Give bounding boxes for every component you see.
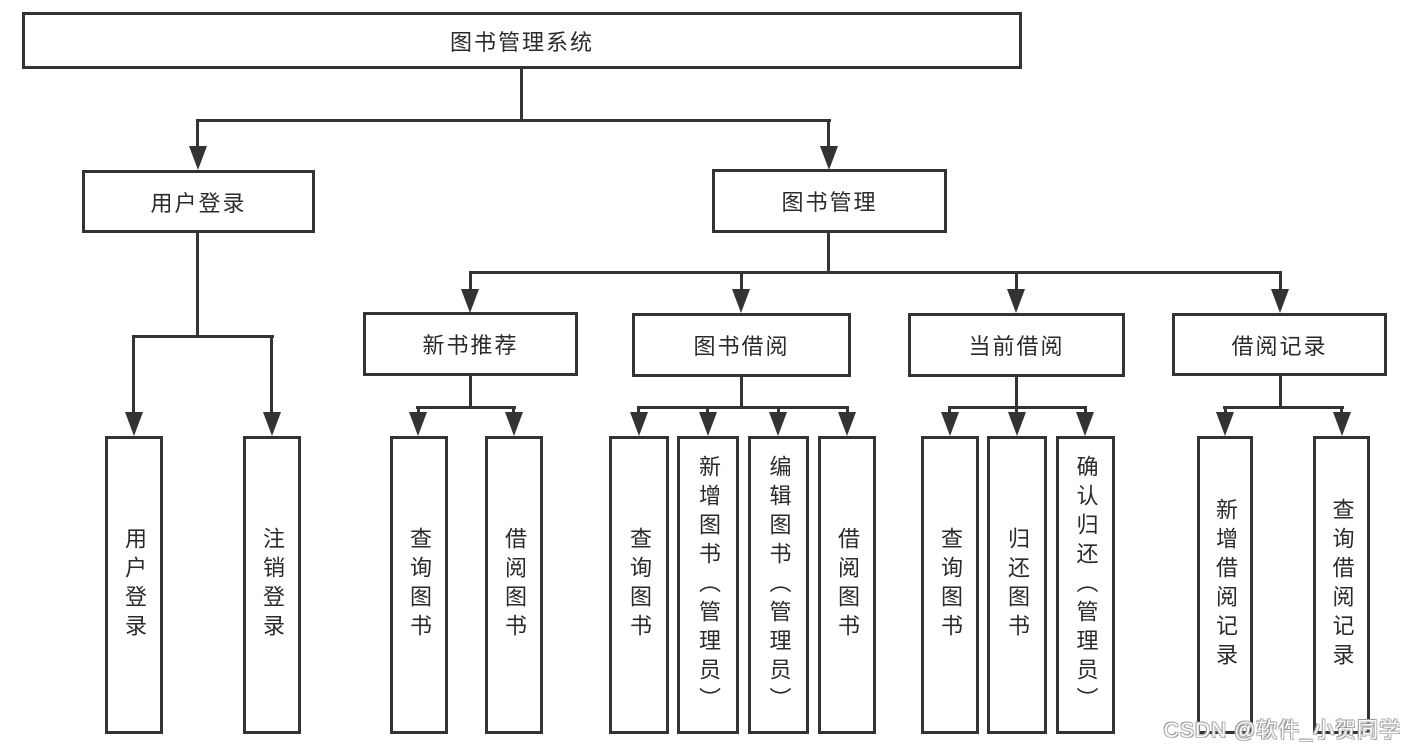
connector-drop-book-management [827, 119, 830, 152]
leaf-label: 编辑图书（管理员） [766, 454, 792, 716]
leaf-confirm-return-admin: 确认归还（管理员） [1056, 436, 1115, 734]
arrow-down-icon [769, 412, 787, 436]
arrow-down-icon [820, 146, 838, 170]
node-new-book-recommend: 新书推荐 [363, 312, 578, 376]
connector-user-login-trunk [196, 233, 199, 337]
leaf-label: 借阅图书 [835, 527, 860, 643]
connector-level3-rail [469, 271, 1282, 274]
leaf-user-login: 用户登录 [105, 436, 163, 734]
node-current-borrow: 当前借阅 [908, 313, 1125, 377]
connector-user-login-rail [133, 335, 274, 338]
leaf-borrow-books-recommend: 借阅图书 [485, 436, 543, 734]
leaf-borrow-books: 借阅图书 [818, 436, 876, 734]
connector-rail [637, 406, 849, 409]
connector-trunk [1015, 377, 1018, 409]
connector-drop [132, 335, 135, 413]
arrow-down-icon [461, 289, 479, 313]
arrow-down-icon [1007, 289, 1025, 313]
leaf-query-books-recommend: 查询图书 [390, 436, 448, 734]
leaf-label: 新增借阅记录 [1213, 498, 1238, 672]
arrow-down-icon [1076, 412, 1094, 436]
arrow-down-icon [263, 412, 281, 436]
csdn-watermark: CSDN @软件_小贺同学 [1163, 719, 1401, 742]
connector-drop [469, 271, 472, 291]
leaf-edit-book-admin: 编辑图书（管理员） [748, 436, 809, 734]
leaf-query-borrow-record: 查询借阅记录 [1313, 436, 1370, 734]
connector-drop-user-login [196, 119, 199, 152]
leaf-logout: 注销登录 [243, 436, 301, 734]
arrow-down-icon [505, 412, 523, 436]
leaf-label: 查询图书 [407, 527, 432, 643]
leaf-label: 借阅图书 [502, 527, 527, 643]
leaf-add-book-admin: 新增图书（管理员） [677, 436, 739, 734]
connector-trunk [1279, 376, 1282, 409]
node-user-login: 用户登录 [82, 170, 315, 233]
arrow-down-icon [699, 412, 717, 436]
leaf-return-book: 归还图书 [987, 436, 1047, 734]
arrow-down-icon [941, 412, 959, 436]
leaf-label: 注销登录 [260, 527, 285, 643]
leaf-label: 确认归还（管理员） [1073, 454, 1099, 716]
connector-drop [1015, 271, 1018, 291]
connector-trunk [740, 377, 743, 409]
connector-root-trunk [520, 68, 523, 120]
leaf-label: 归还图书 [1005, 527, 1030, 643]
arrow-down-icon [1333, 412, 1351, 436]
connector-rail [416, 406, 516, 409]
arrow-down-icon [732, 289, 750, 313]
leaf-add-borrow-record: 新增借阅记录 [1197, 436, 1253, 734]
node-book-borrow: 图书借阅 [632, 313, 851, 377]
connector-drop [270, 335, 273, 413]
arrow-down-icon [189, 146, 207, 170]
arrow-down-icon [1271, 289, 1289, 313]
node-borrow-records: 借阅记录 [1172, 313, 1387, 376]
leaf-label: 新增图书（管理员） [696, 454, 721, 716]
leaf-label: 用户登录 [122, 527, 147, 643]
arrow-down-icon [1216, 412, 1234, 436]
leaf-query-books-current: 查询图书 [921, 436, 979, 734]
leaf-label: 查询图书 [938, 527, 963, 643]
leaf-label: 查询借阅记录 [1329, 498, 1355, 672]
connector-drop [740, 271, 743, 291]
connector-rail [1223, 406, 1344, 409]
arrow-down-icon [630, 412, 648, 436]
arrow-down-icon [1008, 412, 1026, 436]
node-book-management: 图书管理 [712, 169, 947, 233]
connector-level2-rail [197, 119, 831, 122]
leaf-query-books-borrow: 查询图书 [609, 436, 669, 734]
connector-book-management-trunk [827, 233, 830, 274]
arrow-down-icon [125, 412, 143, 436]
connector-drop [1279, 271, 1282, 291]
node-root: 图书管理系统 [22, 12, 1022, 69]
arrow-down-icon [838, 412, 856, 436]
leaf-label: 查询图书 [627, 527, 652, 643]
arrow-down-icon [409, 412, 427, 436]
connector-trunk [469, 376, 472, 409]
